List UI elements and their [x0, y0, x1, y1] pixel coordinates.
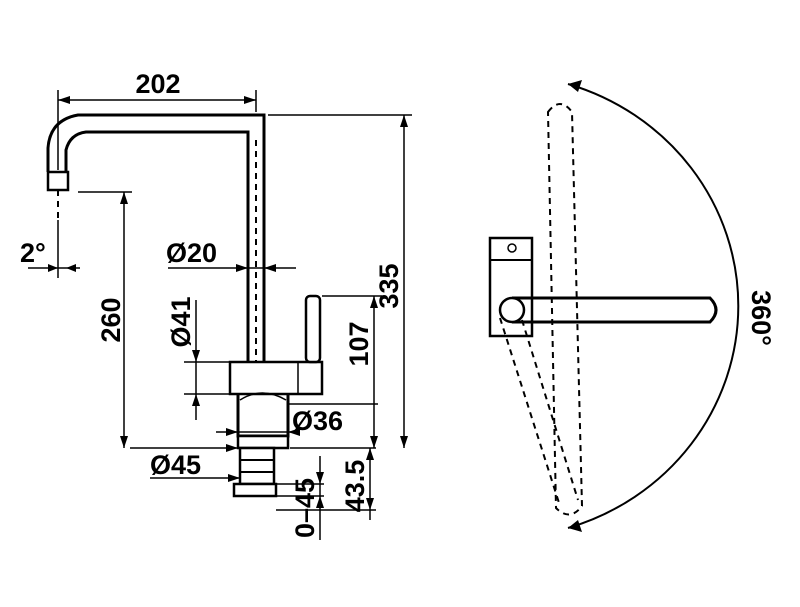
dim-spout-diameter: Ø20 — [166, 238, 296, 272]
mount-screw — [507, 243, 517, 253]
neck — [236, 394, 290, 438]
lever-handle — [304, 294, 322, 364]
dim-mounting-range: 0–45 — [276, 456, 324, 540]
base-diameter-label: Ø45 — [150, 450, 201, 480]
side-view: 202 2° Ø20 260 — [20, 69, 412, 540]
spout-rotation-ghost — [546, 103, 584, 516]
spout-reach-label: 202 — [135, 69, 180, 99]
spout-top-view — [512, 296, 718, 324]
base-threaded-shank — [238, 446, 276, 486]
spout-rotation-ghost-lower-2 — [521, 319, 579, 501]
top-view: 360° — [488, 80, 776, 532]
dim-base-height: 43.5 — [276, 447, 376, 520]
total-height-label: 335 — [374, 263, 404, 308]
rotation-angle-label: 360° — [746, 290, 776, 346]
neck-diameter-label: Ø36 — [292, 406, 343, 436]
faucet-body — [228, 360, 324, 396]
rotation-arrow-top — [568, 80, 582, 92]
dim-total-height: 335 — [268, 114, 412, 448]
dim-neck-diameter: Ø36 — [216, 403, 378, 436]
body-diameter-label: Ø41 — [166, 296, 196, 347]
mounting-range-label: 0–45 — [290, 478, 320, 538]
spout-inner-outline — [64, 130, 250, 362]
spout-pivot — [498, 296, 526, 324]
spout-outline — [46, 113, 266, 362]
neck-shoulder — [239, 392, 287, 401]
spout-diameter-label: Ø20 — [166, 238, 217, 268]
rotation-arc — [567, 83, 740, 529]
lever-height-label: 107 — [344, 321, 374, 366]
dim-base-diameter: Ø45 — [130, 444, 240, 482]
rotation-arrow-bottom — [568, 520, 582, 532]
aerator — [46, 170, 70, 192]
dim-body-diameter: Ø41 — [166, 296, 230, 420]
base-nut — [232, 482, 278, 498]
dim-spout-angle: 2° — [20, 220, 80, 278]
dim-spout-reach: 202 — [57, 69, 257, 170]
spout-angle-label: 2° — [20, 238, 46, 268]
dim-lever-height: 107 — [322, 295, 382, 448]
base-collar — [236, 434, 290, 450]
outlet-height-label: 260 — [96, 297, 126, 342]
dim-outlet-height: 260 — [78, 191, 132, 448]
base-height-label: 43.5 — [340, 460, 370, 513]
